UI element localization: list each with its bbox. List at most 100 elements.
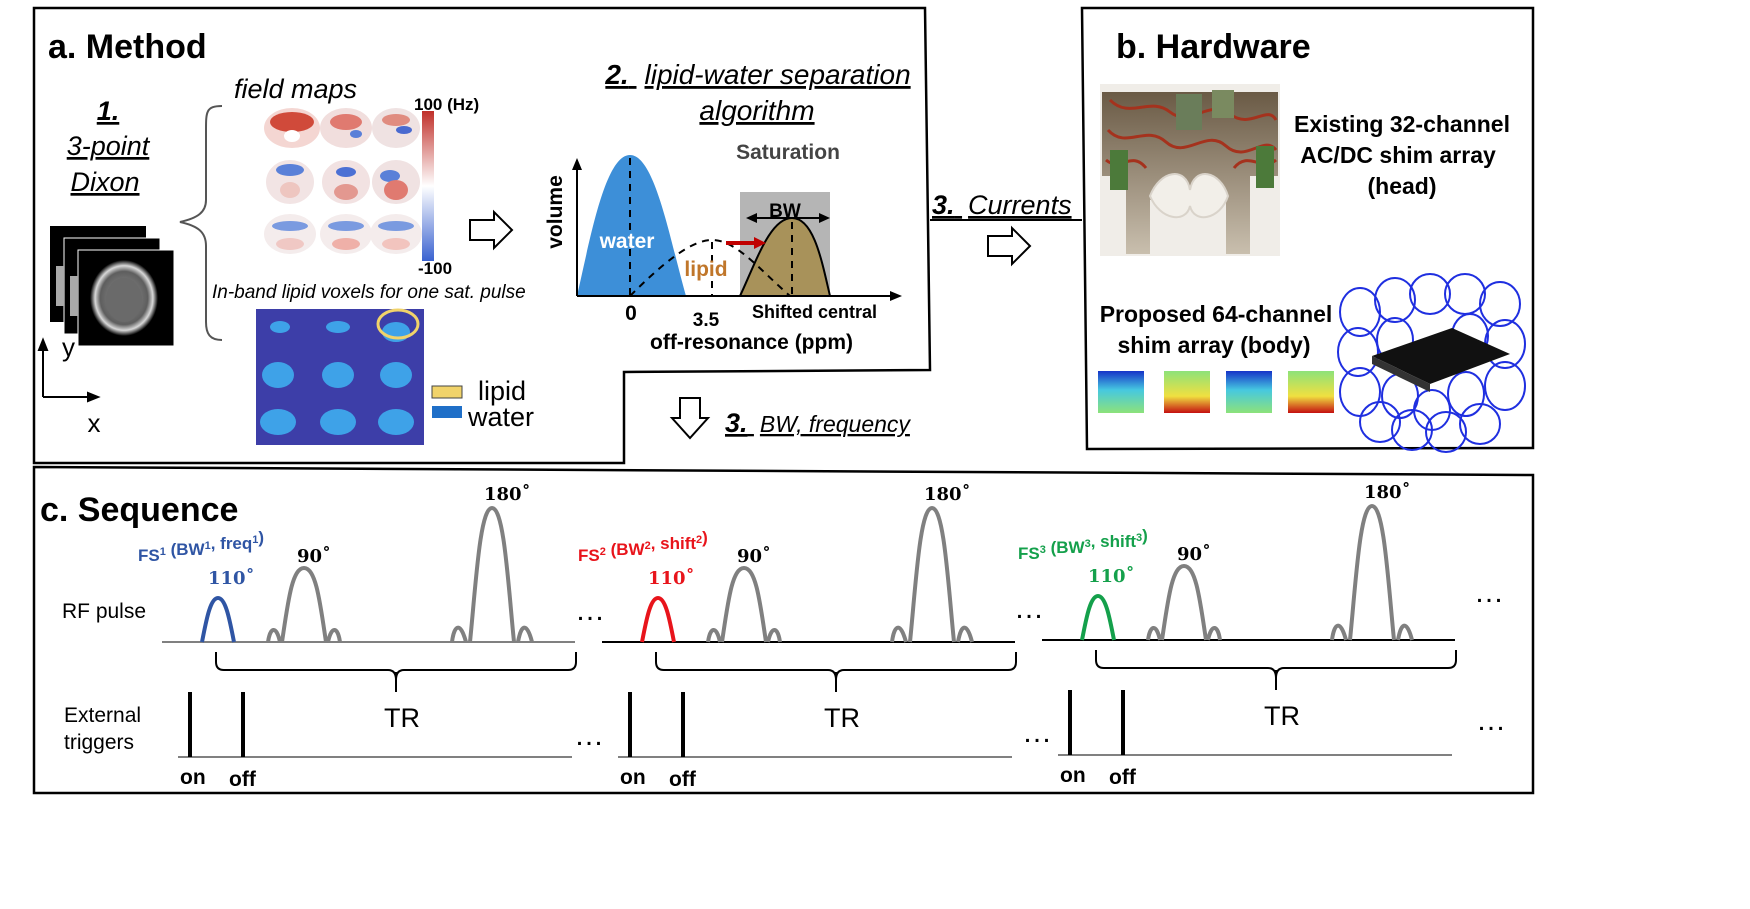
step3-currents-heading: 3. Currents — [932, 190, 1072, 220]
excitation-pulse — [266, 565, 342, 643]
body-phantom-slab-side — [1372, 356, 1430, 392]
panel-b-title: b. Hardware — [1116, 28, 1311, 66]
fs-pulse — [640, 595, 676, 643]
panel-a-border — [32, 6, 932, 465]
inband-caption: In-band lipid voxels for one sat. pulse — [212, 282, 526, 303]
rf-pulse-label: RF pulse — [62, 600, 146, 623]
colorbar-min-label: -100 — [418, 259, 452, 278]
lipid-water-mask-image — [256, 308, 424, 445]
panel-c-border — [32, 465, 1535, 795]
trigger-on-label: on — [180, 766, 206, 789]
field-map-colorbar — [422, 111, 434, 261]
shifted-central-label: Shifted central — [752, 302, 877, 322]
triggers-label-line2: triggers — [64, 731, 134, 754]
step3-cur-number: 3. — [932, 190, 955, 220]
existing-array-line3: (head) — [1368, 173, 1437, 199]
fs-angle: 110˚ — [208, 566, 255, 589]
tr-label: TR — [1264, 701, 1300, 731]
tr-label: TR — [384, 703, 420, 733]
step1-label: 1. 3-point Dixon — [67, 96, 151, 197]
panel-a-title: a. Method — [48, 28, 207, 66]
body-phantom-slab — [1372, 328, 1510, 384]
step1-brace — [179, 105, 223, 341]
field-maps-label: field maps — [234, 74, 357, 104]
field-maps-grid — [264, 108, 422, 254]
spectrum-x-label: off-resonance (ppm) — [650, 331, 853, 354]
fs-pulse — [1080, 593, 1116, 641]
water-peak-label: water — [599, 230, 655, 253]
trigger-off-label: off — [669, 768, 697, 791]
step1-number: 1. — [97, 96, 120, 126]
step1-line2: Dixon — [70, 167, 139, 197]
hollow-arrow-down — [669, 397, 711, 440]
tr-label: TR — [824, 703, 860, 733]
refocusing-angle: 180˚ — [924, 482, 971, 505]
excitation-angle: 90˚ — [737, 544, 771, 567]
fs-angle: 110˚ — [648, 566, 695, 589]
rf-ellipsis-3: … — [1474, 576, 1504, 609]
step1-line1: 3-point — [67, 131, 151, 161]
proposed-array-line2: shim array (body) — [1118, 332, 1311, 358]
orientation-axes — [37, 337, 101, 403]
triggers-label-line1: External — [64, 704, 141, 727]
tick-35-label: 3.5 — [693, 310, 720, 331]
panel-b-border — [1080, 6, 1535, 451]
legend-lipid-label: lipid — [478, 376, 526, 406]
trig-ellipsis-3: … — [1476, 704, 1506, 737]
trigger-on-label: on — [1060, 764, 1086, 787]
legend-water-swatch — [432, 406, 462, 418]
legend-lipid-swatch — [431, 385, 463, 399]
existing-array-line1: Existing 32-channel — [1294, 111, 1510, 137]
bw-label: BW — [769, 201, 801, 222]
trig-ellipsis-1: … — [574, 719, 604, 752]
fs-pulse — [200, 595, 236, 643]
existing-array-line2: AC/DC shim array — [1300, 142, 1496, 168]
rf-ellipsis-1: … — [575, 594, 605, 627]
tick-0-label: 0 — [625, 302, 637, 325]
panel-c-title: c. Sequence — [40, 491, 238, 529]
step2-heading-line1: 2. lipid-water separation — [604, 59, 910, 90]
trig-ellipsis-2: … — [1022, 716, 1052, 749]
excitation-pulse — [706, 565, 782, 643]
fs-angle: 110˚ — [1088, 564, 1135, 587]
refocusing-angle: 180˚ — [1364, 480, 1411, 503]
proposed-array-line1: Proposed 64-channel — [1100, 301, 1333, 327]
head-shim-array-photo — [1100, 84, 1280, 256]
panel-borders — [32, 6, 1535, 795]
spectrum-y-label: volume — [544, 175, 567, 249]
fs-label: FS1 (BW1, freq1) — [138, 528, 264, 565]
step3-cur-text: Currents — [968, 190, 1072, 220]
axis-y-label: y — [62, 332, 75, 362]
trigger-off-label: off — [1109, 766, 1137, 789]
trigger-off-label: off — [229, 768, 257, 791]
excitation-angle: 90˚ — [1177, 542, 1211, 565]
fs-label: FS3 (BW3, shift3) — [1018, 526, 1148, 563]
mri-image-stack — [50, 226, 175, 347]
step2-line1: lipid-water separation — [645, 59, 911, 90]
refocusing-angle: 180˚ — [484, 482, 531, 505]
water-peak — [577, 155, 686, 296]
hollow-arrow-to-hardware — [987, 225, 1032, 267]
legend-water-label: water — [467, 402, 534, 432]
hollow-arrow-to-algorithm — [469, 209, 514, 251]
lipid-peak-label: lipid — [684, 258, 727, 281]
excitation-angle: 90˚ — [297, 544, 331, 567]
lipid-original-curve — [629, 238, 791, 297]
fs-label: FS2 (BW2, shift2) — [578, 528, 708, 565]
step2-line2: algorithm — [699, 95, 814, 126]
step3-bw-text: BW, frequency — [760, 411, 911, 437]
shim-field-maps — [1098, 371, 1334, 413]
refocusing-pulse — [890, 505, 974, 643]
axis-x-label: x — [88, 408, 101, 438]
step2-number: 2. — [604, 59, 628, 90]
trigger-on-label: on — [620, 766, 646, 789]
rf-ellipsis-2: … — [1014, 592, 1044, 625]
saturation-label: Saturation — [736, 141, 840, 164]
excitation-pulse — [1146, 563, 1222, 641]
refocusing-pulse — [450, 505, 534, 643]
